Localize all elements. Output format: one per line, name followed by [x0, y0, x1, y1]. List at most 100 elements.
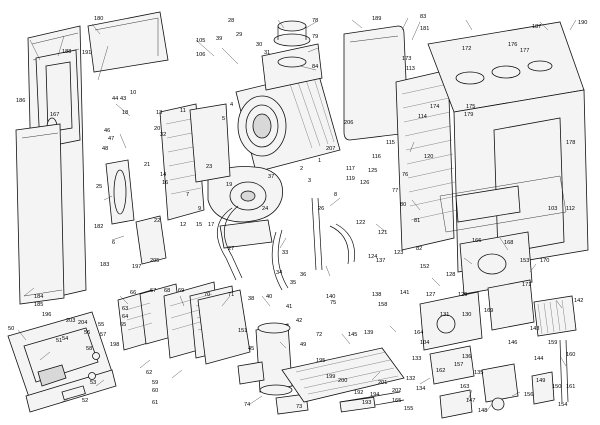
- callout-label: 126: [360, 180, 369, 186]
- callout-label: 51: [56, 338, 62, 344]
- callout-label: 12: [180, 222, 186, 228]
- callout-label: 30: [256, 42, 262, 48]
- callout-label: 77: [392, 188, 398, 194]
- callout-label: 56: [84, 330, 90, 336]
- callout-label: 84: [312, 64, 318, 70]
- callout-label: 8: [334, 192, 337, 198]
- callout-label: 180: [94, 16, 103, 22]
- callout-label: 195: [316, 358, 325, 364]
- callout-label: 105: [196, 38, 205, 44]
- callout-label: 179: [464, 112, 473, 118]
- callout-label: 146: [508, 340, 517, 346]
- callout-label: 46: [104, 128, 110, 134]
- callout-label: 192: [354, 390, 363, 396]
- callout-label: 171: [522, 282, 531, 288]
- callout-label: 198: [110, 342, 119, 348]
- callout-label: 74: [244, 402, 250, 408]
- callout-label: 63: [122, 306, 128, 312]
- callout-label: 73: [296, 404, 302, 410]
- callout-label: 165: [392, 398, 401, 404]
- callout-label: 178: [566, 140, 575, 146]
- callout-label: 122: [356, 220, 365, 226]
- callout-label: 44: [112, 96, 118, 102]
- callout-label: 142: [574, 298, 583, 304]
- callout-label: 133: [412, 356, 421, 362]
- callout-label: 127: [426, 292, 435, 298]
- callout-label: 23: [206, 164, 212, 170]
- callout-label: 9: [198, 206, 201, 212]
- callout-label: 196: [42, 312, 51, 318]
- callout-label: 43: [120, 96, 126, 102]
- callout-label: 115: [386, 140, 395, 146]
- callout-label: 11: [180, 108, 186, 114]
- callout-label: 203: [66, 318, 75, 324]
- callout-label: 125: [368, 168, 377, 174]
- callout-label: 76: [402, 172, 408, 178]
- callout-label: 3: [308, 178, 311, 184]
- callout-label: 32: [160, 132, 166, 138]
- callout-label: 27: [228, 246, 234, 252]
- callout-label: 106: [196, 52, 205, 58]
- callout-label: 188: [62, 49, 71, 55]
- callout-label: 59: [152, 380, 158, 386]
- callout-label: 172: [462, 46, 471, 52]
- callout-label: 136: [462, 354, 471, 360]
- callout-label: 81: [414, 218, 420, 224]
- fan-assembly: [207, 166, 283, 249]
- side-casing-panel: [15, 11, 169, 305]
- callout-label: 22: [154, 218, 160, 224]
- callout-label: 37: [268, 174, 274, 180]
- callout-label: 14: [160, 172, 166, 178]
- callout-label: 66: [130, 290, 136, 296]
- callout-label: 33: [282, 250, 288, 256]
- callout-label: 82: [416, 246, 422, 252]
- callout-label: 16: [162, 180, 168, 186]
- callout-label: 163: [460, 384, 469, 390]
- callout-label: 154: [558, 402, 567, 408]
- callout-label: 47: [108, 136, 114, 142]
- callout-label: 193: [362, 400, 371, 406]
- callout-label: 64: [122, 314, 128, 320]
- callout-label: 145: [348, 332, 357, 338]
- callout-label: 68: [164, 288, 170, 294]
- callout-label: 162: [436, 368, 445, 374]
- callout-label: 65: [120, 322, 126, 328]
- base-tray: [281, 347, 405, 413]
- callout-label: 42: [296, 318, 302, 324]
- callout-label: 132: [406, 376, 415, 382]
- leader-lines: [17, 17, 577, 413]
- callout-label: 67: [150, 288, 156, 294]
- callout-label: 6: [112, 240, 115, 246]
- callout-label: 5: [222, 116, 225, 122]
- callout-label: 161: [566, 384, 575, 390]
- callout-label: 60: [152, 388, 158, 394]
- callout-label: 72: [316, 332, 322, 338]
- pcb-boards: [117, 281, 251, 365]
- callout-label: 207: [326, 146, 335, 152]
- callout-label: 80: [400, 202, 406, 208]
- callout-label: 153: [520, 258, 529, 264]
- callout-label: 156: [524, 392, 533, 398]
- callout-label: 50: [8, 326, 14, 332]
- callout-label: 20: [154, 126, 160, 132]
- callout-label: 53: [90, 380, 96, 386]
- callout-label: 40: [266, 294, 272, 300]
- callout-label: 129: [458, 292, 467, 298]
- callout-label: 55: [98, 322, 104, 328]
- callout-label: 112: [566, 206, 575, 212]
- callout-label: 21: [144, 162, 150, 168]
- callout-label: 78: [312, 18, 318, 24]
- callout-label: 58: [86, 346, 92, 352]
- callout-label: 119: [346, 176, 355, 182]
- callout-label: 70: [204, 292, 210, 298]
- callout-label: 103: [548, 206, 557, 212]
- callout-label: 24: [262, 206, 268, 212]
- callout-label: 36: [300, 272, 306, 278]
- callout-label: 113: [406, 66, 415, 72]
- callout-label: 160: [566, 352, 575, 358]
- callout-label: 49: [300, 342, 306, 348]
- callout-label: 151: [238, 328, 247, 334]
- callout-label: 185: [34, 302, 43, 308]
- callout-label: 131: [440, 312, 449, 318]
